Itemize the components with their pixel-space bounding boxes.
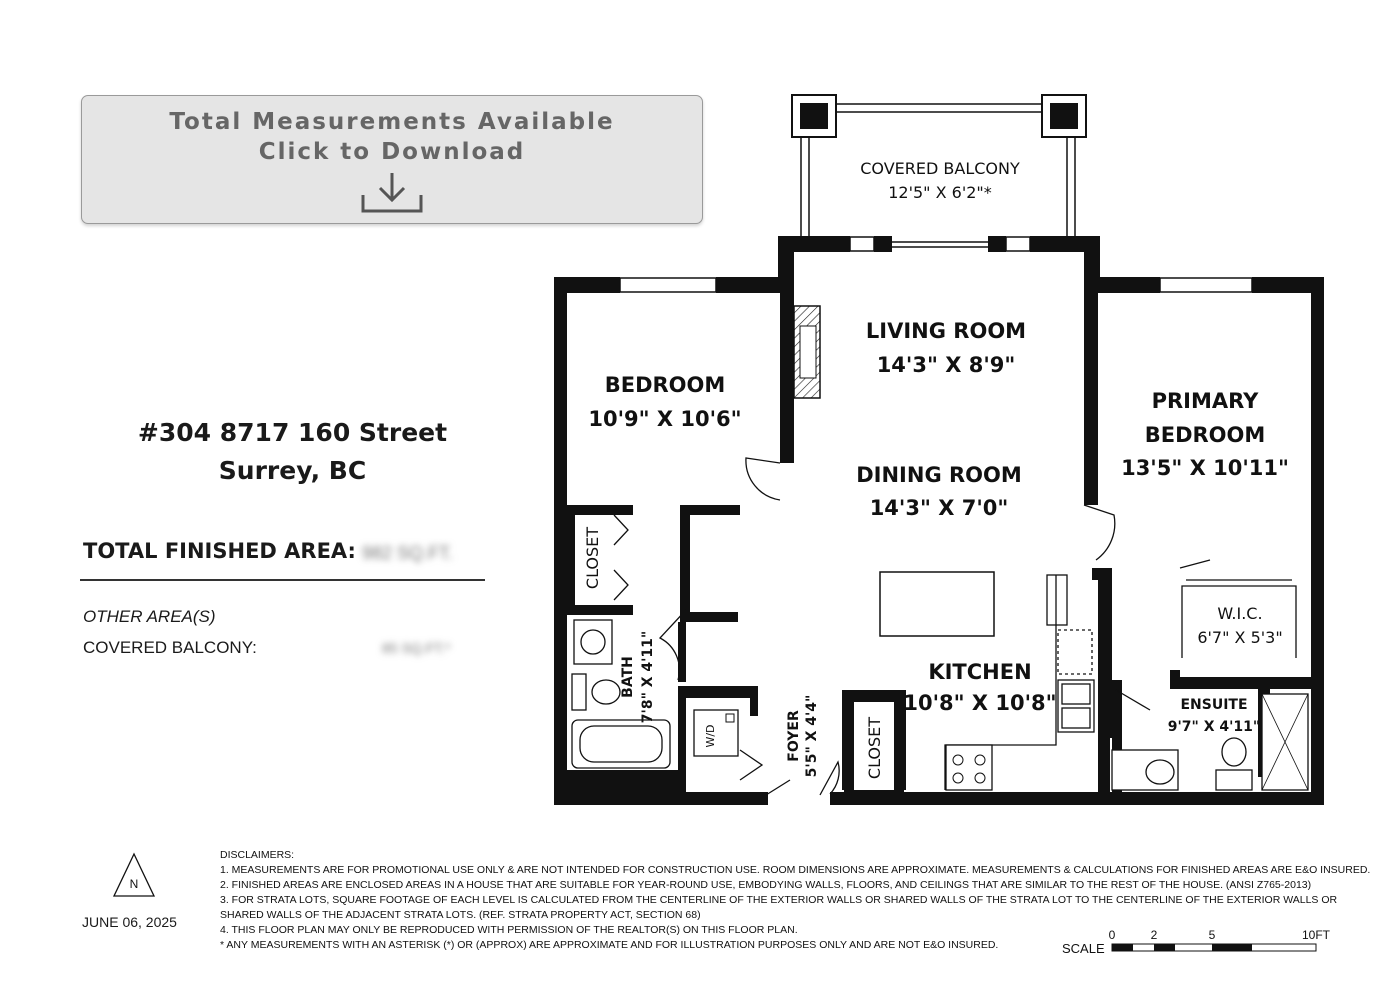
- disclaimers: DISCLAIMERS: 1. MEASUREMENTS ARE FOR PRO…: [220, 848, 1371, 953]
- foyer-name: FOYER: [786, 710, 802, 762]
- scale-tick-5: 5: [1209, 928, 1216, 942]
- stove: [945, 744, 993, 791]
- washer-dryer: [693, 709, 739, 757]
- ensuite-name: ENSUITE: [1180, 697, 1247, 713]
- wic-name: W.I.C.: [1217, 604, 1262, 623]
- windows: [619, 236, 1253, 293]
- floor-plan: COVERED BALCONY 12'5" X 6'2"* LIVING ROO…: [554, 94, 1324, 805]
- scale-tick-2: 2: [1151, 928, 1158, 942]
- primary-bedroom-name-1: PRIMARY: [1152, 389, 1260, 413]
- covered-balcony-label: COVERED BALCONY:: [83, 638, 257, 657]
- living-room-name: LIVING ROOM: [866, 319, 1026, 343]
- plan-date: JUNE 06, 2025: [82, 914, 177, 930]
- dining-room-dims: 14'3" X 7'0": [870, 496, 1009, 520]
- foyer-closet-name: CLOSET: [865, 717, 884, 779]
- scale-tick-0: 0: [1109, 928, 1116, 942]
- left-closet-name: CLOSET: [583, 527, 602, 589]
- living-room-dims: 14'3" X 8'9": [877, 353, 1016, 377]
- bath-fixtures: [571, 619, 671, 769]
- bath-name: BATH: [620, 656, 636, 698]
- kitchen-dims: 10'8" X 10'8": [903, 691, 1056, 715]
- download-measurements-button[interactable]: Total Measurements Available Click to Do…: [81, 95, 703, 224]
- disclaimer-line: 2. FINISHED AREAS ARE ENCLOSED AREAS IN …: [220, 879, 1312, 891]
- bedroom-name: BEDROOM: [605, 373, 726, 397]
- disclaimer-line: SHARED WALLS OF THE ADJACENT STRATA LOTS…: [220, 909, 701, 921]
- bath-dims: 7'8" X 4'11": [640, 631, 656, 723]
- walls: [554, 236, 1324, 805]
- address-line-2: Surrey, BC: [218, 456, 367, 485]
- disclaimer-line: 4. THIS FLOOR PLAN MAY ONLY BE REPRODUCE…: [220, 924, 798, 936]
- primary-bedroom-name-2: BEDROOM: [1145, 423, 1266, 447]
- scale-label: SCALE: [1062, 941, 1105, 956]
- foyer-dims: 5'5" X 4'4": [804, 695, 820, 778]
- kitchen-name: KITCHEN: [928, 660, 1031, 684]
- covered-balcony-name: COVERED BALCONY: [860, 159, 1020, 178]
- dining-room-name: DINING ROOM: [856, 463, 1022, 487]
- download-line-1: Total Measurements Available: [169, 109, 615, 135]
- disclaimer-line: 3. FOR STRATA LOTS, SQUARE FOOTAGE OF EA…: [220, 894, 1338, 906]
- disclaimer-line: 1. MEASUREMENTS ARE FOR PROMOTIONAL USE …: [220, 864, 1371, 876]
- total-finished-area-label: TOTAL FINISHED AREA:: [83, 539, 356, 563]
- other-areas-label: OTHER AREA(S): [83, 607, 216, 626]
- download-line-2: Click to Download: [258, 139, 526, 165]
- north-label: N: [130, 877, 139, 891]
- download-icon: [361, 173, 423, 213]
- address-line-1: #304 8717 160 Street: [137, 418, 448, 447]
- ensuite-dims: 9'7" X 4'11": [1168, 719, 1260, 735]
- wd-name: W/D: [704, 724, 717, 747]
- ensuite-fixtures: [1111, 693, 1309, 791]
- doors: [658, 457, 1211, 796]
- total-finished-area-value: 982 SQ.FT.: [362, 543, 454, 563]
- primary-bedroom-dims: 13'5" X 10'11": [1121, 456, 1289, 480]
- covered-balcony-value: 85 SQ.FT.*: [382, 640, 451, 656]
- divider: [80, 579, 485, 581]
- scale-tick-10: 10FT: [1302, 928, 1331, 942]
- scale-bar: SCALE 0 2 5 10FT: [1062, 928, 1331, 956]
- north-arrow-icon: N: [112, 852, 156, 897]
- bedroom-dims: 10'9" X 10'6": [588, 407, 741, 431]
- kitchen-counter: [944, 574, 1095, 790]
- balcony-structure: [791, 94, 1087, 236]
- disclaimers-heading: DISCLAIMERS:: [220, 849, 295, 861]
- wic-rails: [1181, 579, 1297, 658]
- disclaimer-line: * ANY MEASUREMENTS WITH AN ASTERISK (*) …: [220, 939, 999, 951]
- closet-doors: [613, 514, 764, 781]
- wic-dims: 6'7" X 5'3": [1197, 628, 1282, 647]
- covered-balcony-dims: 12'5" X 6'2"*: [888, 183, 992, 202]
- kitchen-island: [879, 571, 995, 637]
